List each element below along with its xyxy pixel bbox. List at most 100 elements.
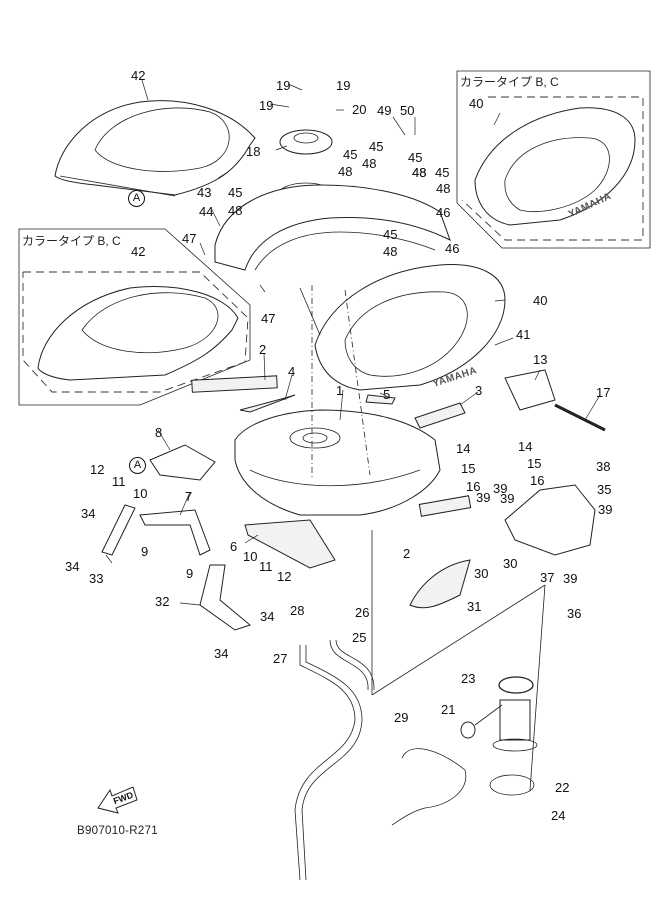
callout-11[interactable]: 11	[259, 559, 273, 574]
callout-39[interactable]: 39	[598, 502, 613, 517]
callout-34[interactable]: 34	[81, 506, 96, 521]
callout-50[interactable]: 50	[400, 103, 415, 118]
callout-27[interactable]: 27	[273, 651, 288, 666]
reference-marker-a: A	[128, 190, 145, 207]
side-cover-42	[54, 100, 256, 197]
callout-37[interactable]: 37	[540, 570, 555, 585]
callout-2[interactable]: 2	[259, 342, 267, 357]
callout-39[interactable]: 39	[476, 490, 491, 505]
callout-39[interactable]: 39	[563, 571, 578, 586]
callout-47[interactable]: 47	[182, 231, 197, 246]
callout-32[interactable]: 32	[155, 594, 170, 609]
callout-42[interactable]: 42	[131, 68, 146, 83]
callout-46[interactable]: 46	[445, 241, 460, 256]
callout-45[interactable]: 45	[383, 227, 398, 242]
callout-40[interactable]: 40	[469, 96, 484, 111]
callout-40[interactable]: 40	[533, 293, 548, 308]
callout-2[interactable]: 2	[403, 546, 411, 561]
hose-27-b	[301, 645, 363, 881]
pad-4	[239, 394, 296, 413]
callout-48[interactable]: 48	[338, 164, 353, 179]
callout-14[interactable]: 14	[518, 439, 533, 454]
callout-23[interactable]: 23	[461, 671, 476, 686]
callout-12[interactable]: 12	[277, 569, 292, 584]
callout-4[interactable]: 4	[288, 364, 296, 379]
rail-2-lower	[418, 495, 472, 517]
callout-22[interactable]: 22	[555, 780, 570, 795]
callout-39[interactable]: 39	[493, 481, 508, 496]
callout-49[interactable]: 49	[377, 103, 392, 118]
callout-34[interactable]: 34	[214, 646, 229, 661]
callout-43[interactable]: 43	[197, 185, 212, 200]
callout-42[interactable]: 42	[131, 244, 146, 259]
callout-34[interactable]: 34	[65, 559, 80, 574]
callout-18[interactable]: 18	[246, 144, 261, 159]
callout-9[interactable]: 9	[186, 566, 194, 581]
callout-10[interactable]: 10	[133, 486, 148, 501]
callout-45[interactable]: 45	[435, 165, 450, 180]
callout-33[interactable]: 33	[89, 571, 104, 586]
hose-25	[329, 639, 369, 691]
color-variant-box-outline	[18, 228, 251, 406]
callout-36[interactable]: 36	[567, 606, 582, 621]
rail-2	[191, 375, 278, 393]
callout-15[interactable]: 15	[527, 456, 542, 471]
callout-45[interactable]: 45	[343, 147, 358, 162]
callout-21[interactable]: 21	[441, 702, 456, 717]
bracket-7	[139, 509, 211, 556]
callout-1[interactable]: 1	[336, 383, 344, 398]
callout-25[interactable]: 25	[352, 630, 367, 645]
callout-16[interactable]: 16	[466, 479, 481, 494]
bracket-8	[149, 444, 216, 481]
arm-33	[101, 504, 136, 556]
side-cover-42-variant	[37, 286, 239, 381]
callout-48: 48	[412, 165, 427, 180]
callout-48[interactable]: 48	[362, 156, 377, 171]
callout-8[interactable]: 8	[155, 425, 163, 440]
fuel-pump-21	[460, 699, 538, 752]
callout-28[interactable]: 28	[290, 603, 305, 618]
callout-31[interactable]: 31	[467, 599, 482, 614]
callout-29[interactable]: 29	[394, 710, 409, 725]
callout-46[interactable]: 46	[436, 205, 451, 220]
hose-25-b	[335, 639, 375, 691]
callout-41[interactable]: 41	[516, 327, 531, 342]
callout-9[interactable]: 9	[141, 544, 149, 559]
callout-11[interactable]: 11	[112, 474, 126, 489]
diagram-code: B907010-R271	[77, 825, 158, 837]
callout-19[interactable]: 19	[336, 78, 351, 93]
callout-34[interactable]: 34	[260, 609, 275, 624]
callout-17[interactable]: 17	[596, 385, 611, 400]
callout-12[interactable]: 12	[90, 462, 105, 477]
callout-30[interactable]: 30	[474, 566, 489, 581]
callout-30[interactable]: 30	[503, 556, 518, 571]
callout-3[interactable]: 3	[475, 383, 483, 398]
callout-7[interactable]: 7	[185, 489, 193, 504]
callout-20[interactable]: 20	[352, 102, 367, 117]
callout-5[interactable]: 5	[383, 387, 391, 402]
callout-45[interactable]: 45	[408, 150, 423, 165]
callout-35[interactable]: 35	[597, 482, 612, 497]
callout-48[interactable]: 48	[436, 181, 451, 196]
callout-16[interactable]: 16	[530, 473, 545, 488]
callout-38[interactable]: 38	[596, 459, 611, 474]
callout-47[interactable]: 47	[261, 311, 276, 326]
callout-45[interactable]: 45	[369, 139, 384, 154]
callout-15[interactable]: 15	[461, 461, 476, 476]
callout-6[interactable]: 6	[230, 539, 238, 554]
callout-10[interactable]: 10	[243, 549, 258, 564]
callout-19[interactable]: 19	[276, 78, 291, 93]
callout-13[interactable]: 13	[533, 352, 548, 367]
callout-24[interactable]: 24	[551, 808, 566, 823]
callout-26[interactable]: 26	[355, 605, 370, 620]
callout-45[interactable]: 45	[228, 185, 243, 200]
callout-44[interactable]: 44	[199, 204, 214, 219]
callout-19[interactable]: 19	[259, 98, 274, 113]
plate-22	[489, 774, 535, 796]
callout-14[interactable]: 14	[456, 441, 471, 456]
callout-48[interactable]: 48	[228, 203, 243, 218]
callout-48[interactable]: 48	[383, 244, 398, 259]
callout-48[interactable]: 48	[412, 165, 427, 180]
callout-39[interactable]: 39	[500, 491, 515, 506]
